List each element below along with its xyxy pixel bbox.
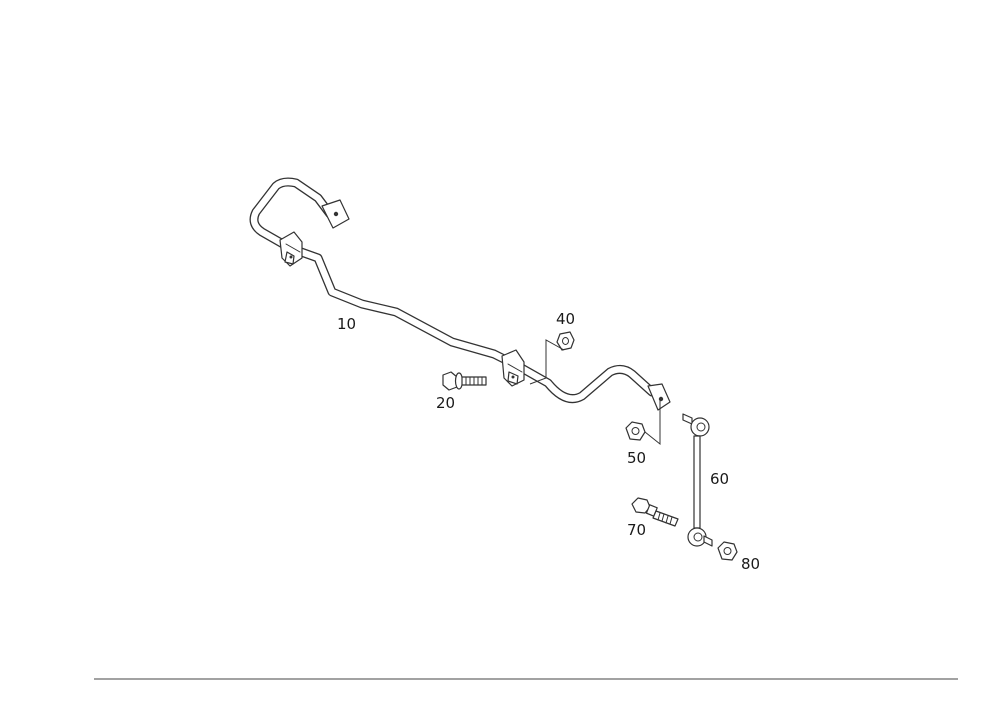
callout-20: 20	[436, 394, 455, 412]
callout-60: 60	[710, 470, 729, 488]
stabilizer-bar	[249, 177, 671, 411]
right-bushing-clamp	[501, 349, 525, 387]
callout-50: 50	[627, 449, 646, 467]
nut-80	[717, 541, 738, 561]
left-bushing-clamp	[279, 231, 303, 267]
callout-10: 10	[337, 315, 356, 333]
nut-50	[625, 400, 661, 446]
callout-80: 80	[741, 555, 760, 573]
callout-40: 40	[556, 310, 575, 328]
callout-70: 70	[627, 521, 646, 539]
nut-40	[529, 331, 575, 385]
bolt-70	[631, 497, 679, 527]
bolt-20	[442, 371, 487, 391]
stabilizer-link-60	[682, 413, 713, 547]
